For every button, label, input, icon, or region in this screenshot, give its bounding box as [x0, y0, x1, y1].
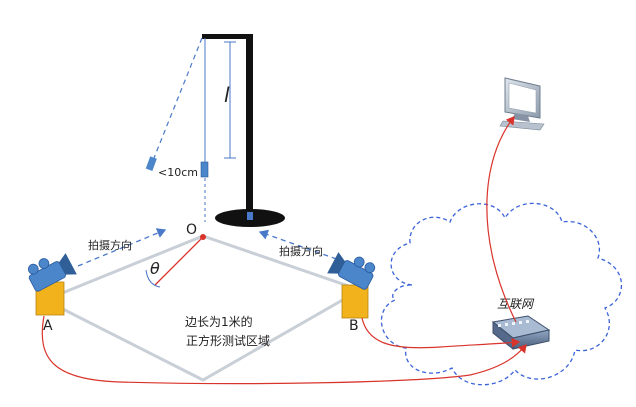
camera-b-base [341, 284, 369, 319]
camera-b [327, 252, 376, 319]
camera-a [27, 253, 77, 316]
length-label: l [224, 83, 230, 107]
shoot-direction-label-left: 拍摄方向 [88, 238, 132, 252]
area-label-line2: 正方形测试区域 [186, 333, 270, 348]
swung-bob [145, 156, 157, 171]
camera-b-label: B [349, 318, 359, 334]
theta-label: θ [150, 259, 160, 278]
camera-icon [327, 252, 376, 290]
monitor-icon [499, 77, 545, 131]
shoot-direction-arrow-left [77, 228, 167, 267]
signal-line-switch-to-monitor [486, 116, 517, 323]
origin-label: O [186, 222, 197, 238]
pendulum-bob [200, 161, 209, 178]
origin-marker [197, 222, 211, 234]
angle-arc [145, 269, 161, 288]
pendulum-swing-line [153, 37, 203, 159]
camera-a-label: A [43, 318, 53, 334]
angle-line [154, 236, 204, 286]
shoot-direction-label-right: 拍摄方向 [279, 244, 323, 258]
cloud-icon [380, 202, 623, 386]
internet-label: 互联网 [497, 297, 535, 311]
signal-line-camera-a [41, 315, 527, 385]
signal-line-camera-b [361, 317, 521, 349]
network-switch-icon [491, 315, 551, 351]
shoot-direction-arrow-right [258, 229, 346, 263]
pendulum-stand-icon [202, 34, 285, 227]
square-test-area [41, 234, 364, 382]
offset-label: <10cm [158, 166, 198, 179]
area-label-line1: 边长为1米的 [185, 314, 253, 329]
camera-icon [27, 253, 77, 292]
